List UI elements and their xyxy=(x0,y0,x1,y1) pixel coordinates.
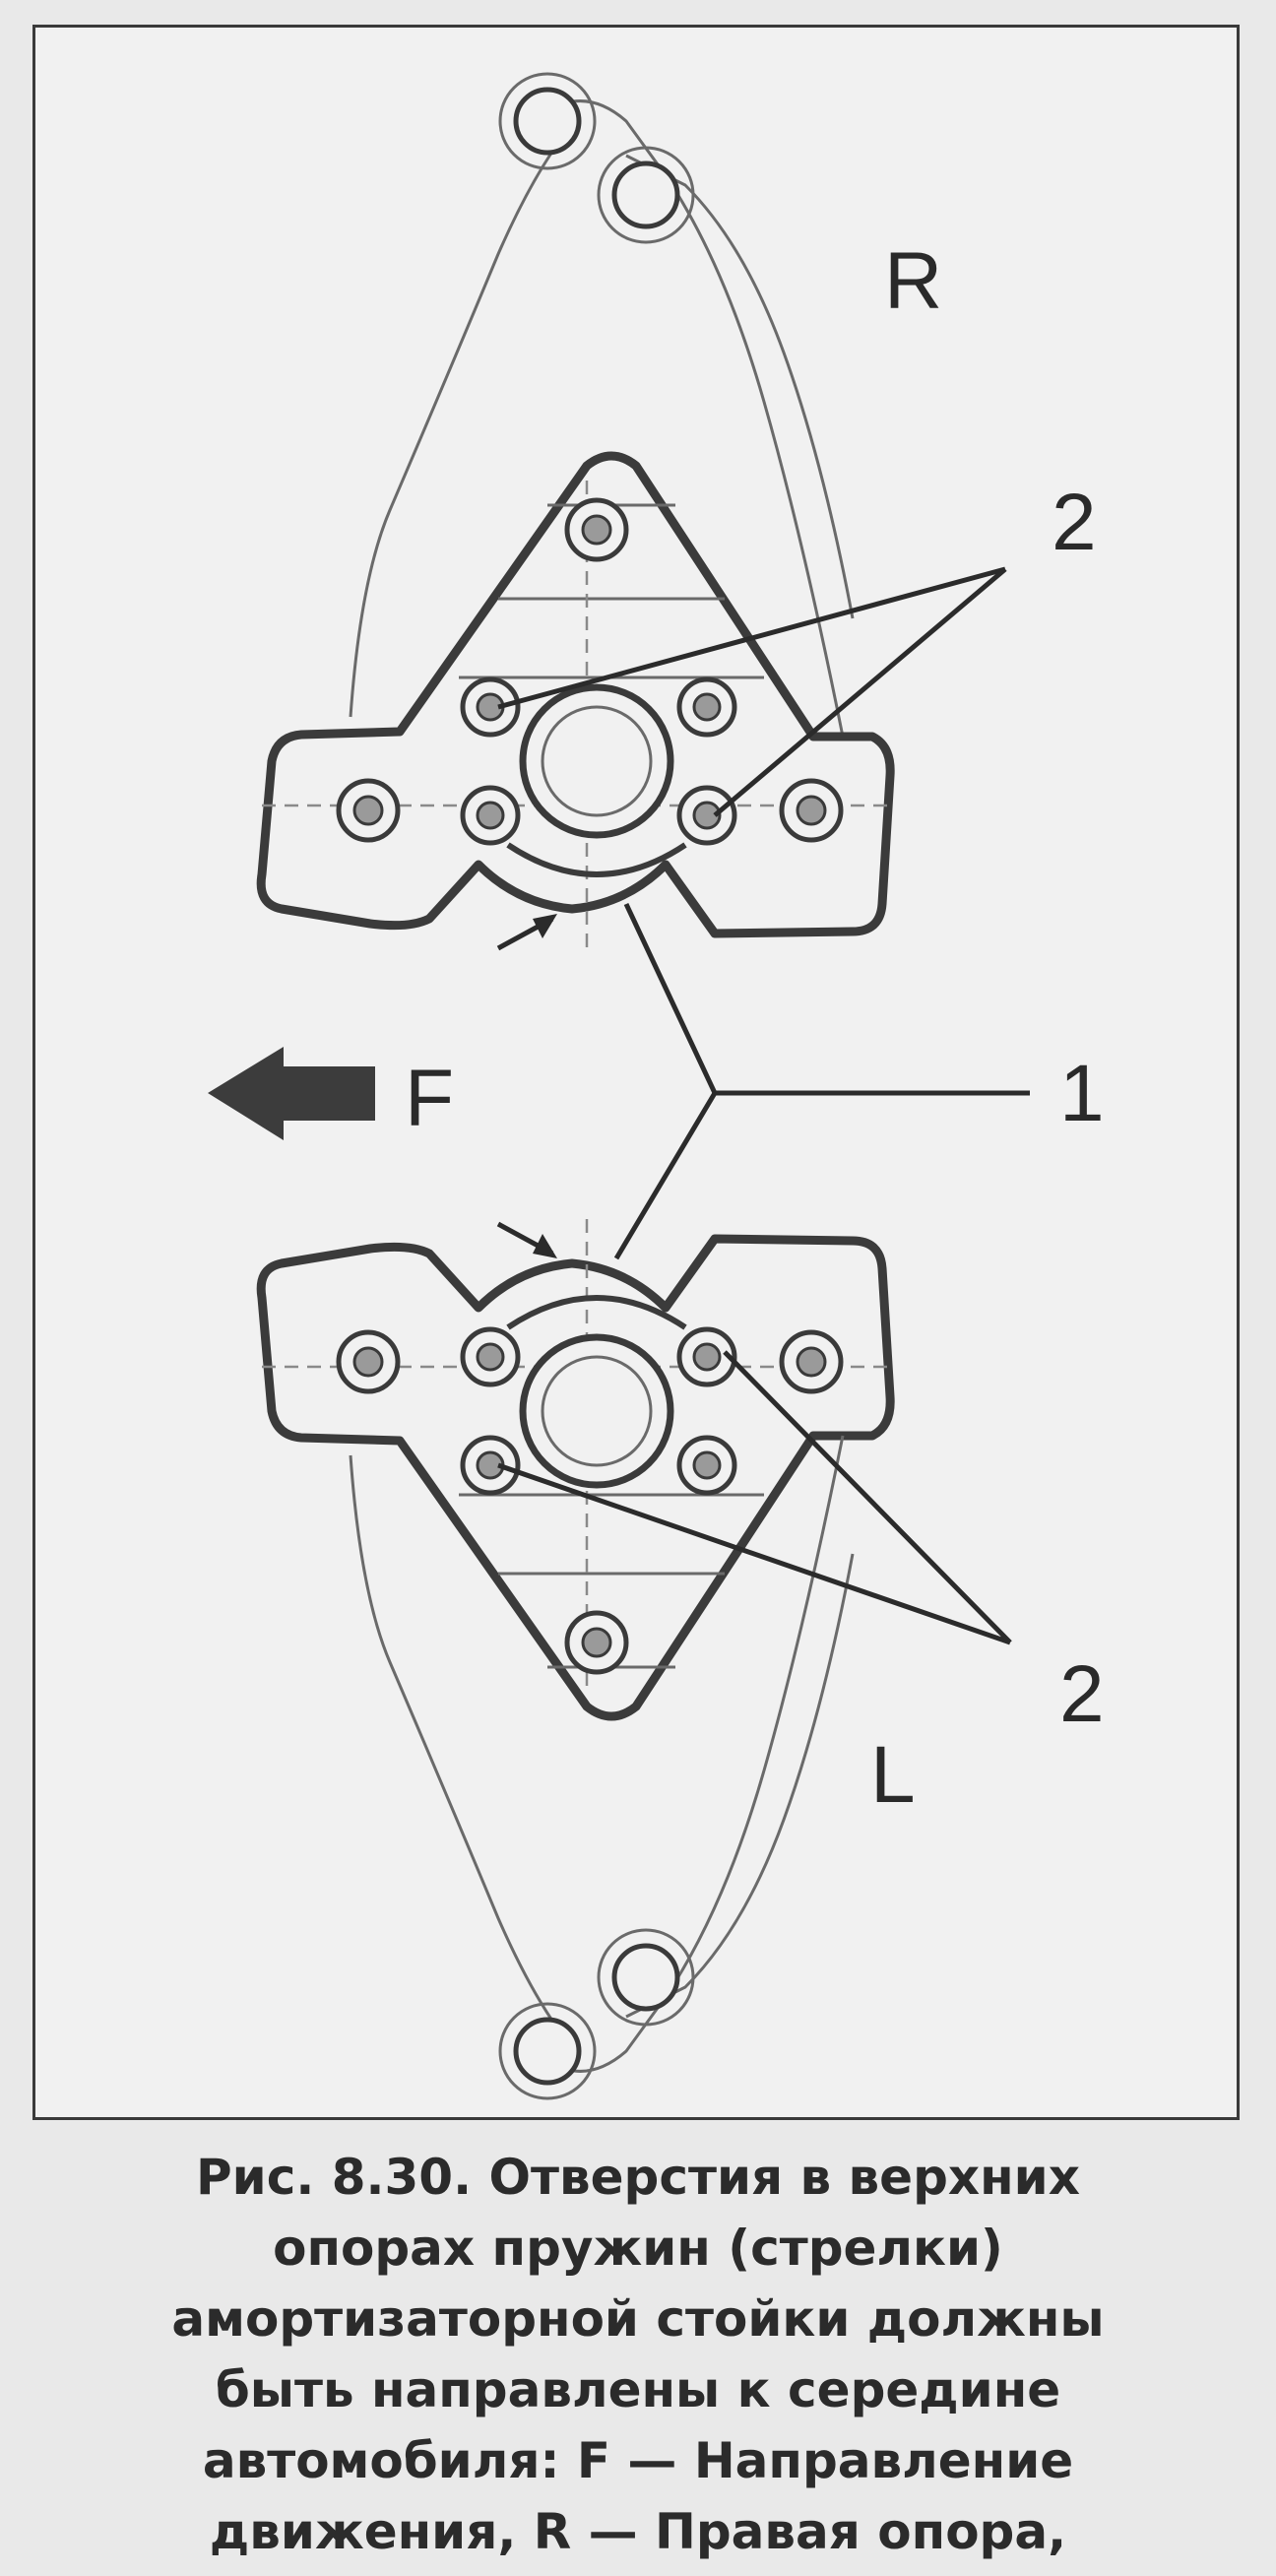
leader-lines-part2-bottom xyxy=(497,1350,1012,1645)
left-spring-mount xyxy=(256,1219,895,2100)
figure-frame: R 2 F 1 2 L xyxy=(32,25,1240,2120)
label-f: F xyxy=(405,1054,454,1143)
figure-caption: Рис. 8.30. Отверстия в верхних опорах пр… xyxy=(171,2149,1105,2560)
right-spring-mount xyxy=(256,72,895,953)
label-part1: 1 xyxy=(1059,1049,1105,1138)
direction-arrow-icon xyxy=(208,1047,375,1140)
label-r: R xyxy=(884,236,942,326)
leader-lines-part2-top xyxy=(497,566,1007,817)
label-l: L xyxy=(870,1730,916,1820)
label-part2-bottom: 2 xyxy=(1059,1649,1105,1739)
leader-lines-part1 xyxy=(613,902,1030,1260)
strut-mount-diagram: R 2 F 1 2 L xyxy=(208,72,1105,2100)
label-part2-top: 2 xyxy=(1052,478,1097,567)
